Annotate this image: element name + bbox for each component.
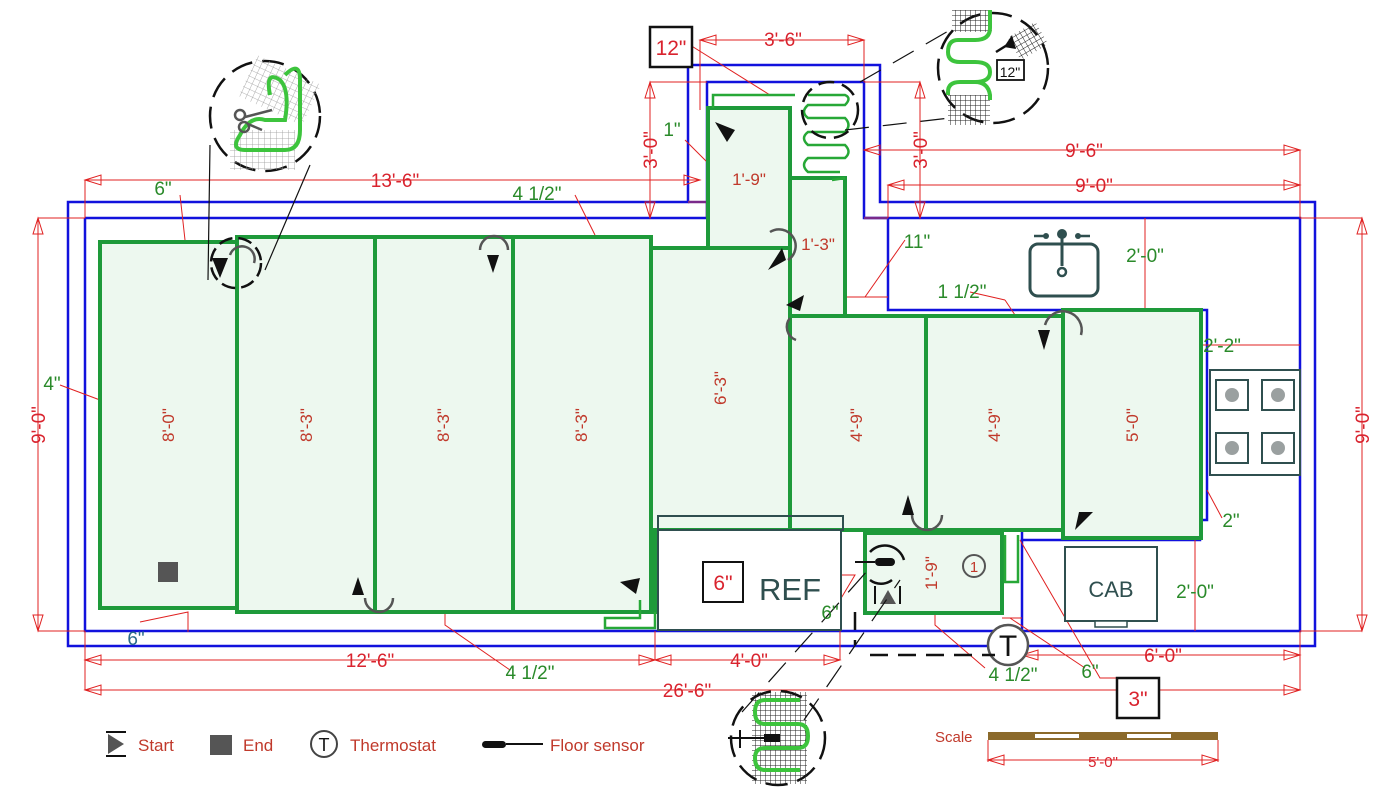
mat-label: 4'-9" bbox=[847, 408, 866, 442]
mat-label: 4'-9" bbox=[985, 408, 1004, 442]
dim-13-6: 13'-6" bbox=[371, 171, 419, 192]
outer-wall bbox=[66, 63, 1317, 648]
mat-label: 1'-3" bbox=[801, 235, 835, 254]
detail-bay-loop bbox=[800, 10, 1050, 140]
dimension-lines bbox=[32, 34, 1368, 696]
clear-cab-6: 6" bbox=[1081, 662, 1098, 683]
thermostat-icon[interactable] bbox=[986, 623, 1030, 667]
refrigerator-label: REF bbox=[759, 572, 821, 607]
heating-mats bbox=[98, 93, 1203, 630]
thermostat-legend-icon bbox=[310, 730, 338, 758]
clear-sink-1-half: 1 1/2" bbox=[937, 282, 986, 303]
floor-sensor-icon bbox=[855, 544, 906, 604]
mat-panel[interactable] bbox=[511, 235, 653, 614]
clear-sensor-6: 6" bbox=[821, 603, 838, 624]
dim-12-6: 12'-6" bbox=[346, 651, 394, 672]
dim-6-0: 6'-0" bbox=[1144, 646, 1182, 667]
legend-floor-sensor: Floor sensor bbox=[550, 736, 645, 755]
clear-bottom-left: 6" bbox=[127, 629, 144, 650]
detail-cut-mat bbox=[207, 55, 322, 290]
cabinet-label: CAB bbox=[1088, 577, 1133, 602]
mat-label: 6'-3" bbox=[711, 371, 730, 405]
clear-bottom-4-half: 4 1/2" bbox=[505, 663, 554, 684]
detail-floor-sensor bbox=[728, 569, 901, 787]
refrigerator bbox=[657, 515, 844, 631]
legend-end: End bbox=[243, 736, 273, 755]
scissors-icon bbox=[233, 108, 273, 134]
cabinet bbox=[1064, 546, 1158, 628]
mat-label: 8'-3" bbox=[572, 408, 591, 442]
mat-label: 8'-0" bbox=[159, 408, 178, 442]
callout-ref-gap: 6" bbox=[713, 572, 732, 595]
clear-top-left: 6" bbox=[154, 179, 171, 200]
scale-label: Scale bbox=[935, 729, 973, 746]
clear-thermo-4-half: 4 1/2" bbox=[988, 665, 1037, 686]
dim-3-0-right: 3'-0" bbox=[911, 131, 932, 169]
mat-panel[interactable] bbox=[235, 235, 377, 614]
mat-panel[interactable] bbox=[373, 235, 515, 614]
end-marker-icon bbox=[158, 562, 178, 582]
mat-label: 8'-3" bbox=[297, 408, 316, 442]
thermostat-label: T bbox=[999, 630, 1017, 663]
callout-bottom-gap: 3" bbox=[1128, 688, 1147, 711]
dim-3-0-left: 3'-0" bbox=[641, 131, 662, 169]
floor-sensor-legend-icon bbox=[482, 741, 543, 748]
callout-box bbox=[648, 25, 694, 69]
callout-detail-gap: 12" bbox=[1000, 64, 1021, 80]
mat-panel[interactable] bbox=[788, 176, 847, 318]
clear-top-4-half: 4 1/2" bbox=[512, 184, 561, 205]
legend-start: Start bbox=[138, 736, 174, 755]
end-icon bbox=[210, 735, 232, 755]
dim-cab-depth: 2'-0" bbox=[1176, 582, 1214, 603]
stove-icon bbox=[1209, 369, 1301, 476]
circuit-marker: 1 bbox=[970, 559, 978, 576]
mat-panel[interactable] bbox=[1061, 308, 1203, 540]
dim-sink-depth: 2'-0" bbox=[1126, 246, 1164, 267]
mat-label: 5'-0" bbox=[1123, 408, 1142, 442]
dim-right-height: 9'-0" bbox=[1353, 406, 1374, 444]
legend-thermostat: Thermostat bbox=[350, 736, 436, 755]
callout-box bbox=[1115, 676, 1161, 720]
clear-closet-11: 11" bbox=[904, 232, 930, 253]
mat-label: 8'-3" bbox=[434, 408, 453, 442]
scale-bar bbox=[986, 732, 1220, 766]
dim-9-6: 9'-6" bbox=[1065, 141, 1103, 162]
dim-9-0: 9'-0" bbox=[1075, 176, 1113, 197]
dim-4-0: 4'-0" bbox=[730, 651, 768, 672]
dim-26-6: 26'-6" bbox=[663, 681, 711, 702]
thermostat-legend-symbol: T bbox=[319, 735, 330, 755]
mat-label: 1'-9" bbox=[922, 556, 941, 590]
legend-icons bbox=[106, 730, 543, 758]
sink-icon bbox=[1028, 229, 1100, 298]
clear-stove-2: 2" bbox=[1222, 511, 1239, 532]
dim-left-height: 9'-0" bbox=[29, 406, 50, 444]
start-icon bbox=[106, 731, 126, 757]
dim-3-6: 3'-6" bbox=[764, 30, 802, 51]
turn-markers bbox=[212, 122, 1093, 614]
clear-bay-1: 1" bbox=[663, 120, 680, 141]
dim-stove-gap: 2'-2" bbox=[1203, 336, 1241, 357]
scale-length: 5'-0" bbox=[1088, 754, 1118, 771]
clear-left-4: 4" bbox=[43, 374, 60, 395]
callout-bay-gap: 12" bbox=[656, 37, 687, 60]
mat-label: 1'-9" bbox=[732, 170, 766, 189]
